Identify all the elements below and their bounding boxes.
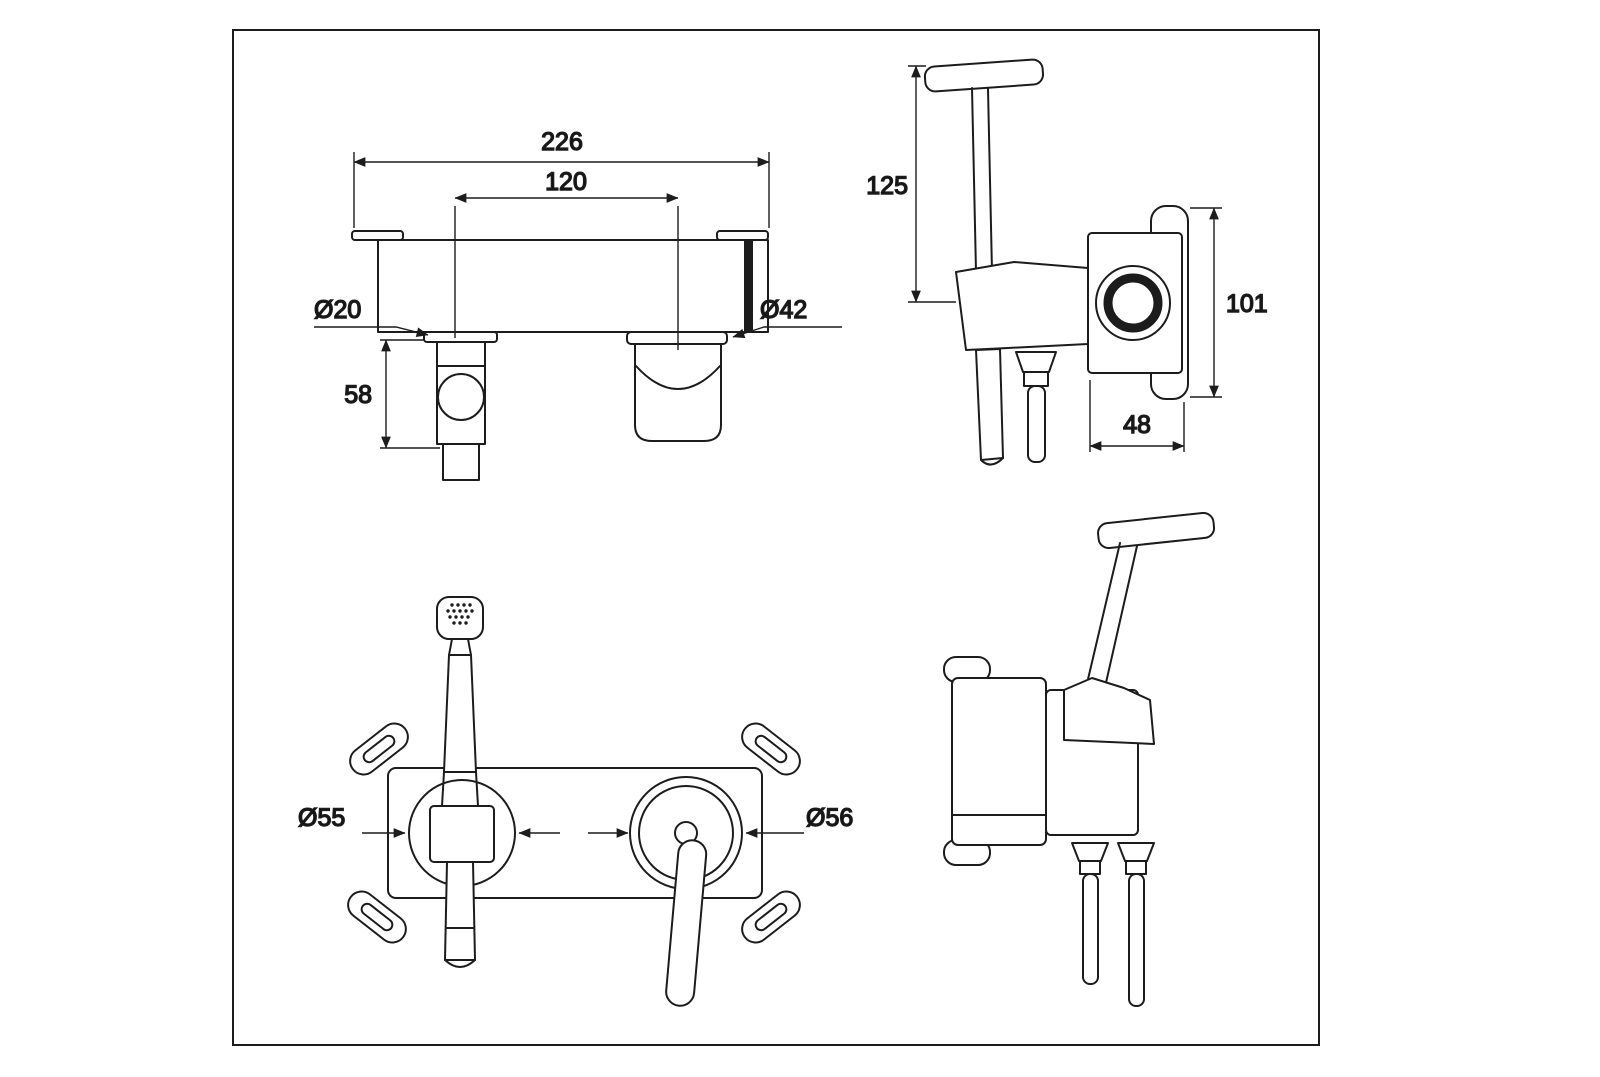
mixer-cylinder-outline (626, 331, 728, 442)
dim-left-escutcheon: Ø55 (297, 803, 560, 838)
spray-nozzle-dots (446, 603, 474, 625)
hose-fitting (1015, 351, 1057, 463)
sprayer-holder (955, 261, 1089, 351)
dim-right-escutcheon: Ø56 (588, 803, 854, 838)
dim-label-58: 58 (344, 381, 372, 409)
dim-label-d20: Ø20 (314, 296, 361, 324)
mixer-body-outline (351, 230, 769, 333)
spray-head (436, 596, 484, 640)
front-hand-sprayer (429, 596, 495, 968)
mounting-lugs (347, 722, 801, 944)
dim-label-226: 226 (541, 128, 583, 156)
hand-sprayer-side (1063, 511, 1216, 745)
dim-spout-drop: 58 (343, 339, 440, 449)
holder-circle (437, 373, 485, 421)
hoses (1071, 842, 1155, 1007)
sprayer-holder-side (1063, 677, 1155, 745)
dim-handspray-length: 125 (866, 65, 956, 303)
view-top-plan: 226 120 Ø20 Ø42 58 (313, 127, 842, 481)
mixer-block (1087, 232, 1183, 374)
sprayer-handle-lower (975, 348, 1004, 461)
dim-body-depth: 48 (1089, 380, 1185, 452)
hand-sprayer-outline (923, 58, 1089, 466)
sprayer-handle (443, 654, 477, 773)
dim-label-d42: Ø42 (760, 296, 807, 324)
dim-label-101: 101 (1226, 290, 1268, 318)
mixer-circle-inner (1103, 273, 1163, 333)
sprayer-bracket (429, 805, 495, 863)
dim-label-d56: Ø56 (806, 804, 853, 832)
spray-holder-outline (423, 331, 498, 481)
dim-label-48: 48 (1123, 411, 1151, 439)
mixer-lever (665, 839, 708, 1007)
dim-label-d55: Ø55 (298, 804, 345, 832)
dim-body-diameter: Ø42 (732, 295, 842, 339)
view-front: Ø55 Ø56 (297, 596, 854, 1007)
view-side-plain (943, 511, 1216, 1007)
dim-centers-spacing: 120 (454, 167, 679, 350)
dim-plate-height: 101 (1190, 207, 1268, 398)
dim-spout-diameter: Ø20 (313, 295, 429, 337)
view-side-dimensioned: 125 101 48 (866, 58, 1268, 466)
wall-seal-bar (744, 241, 753, 331)
dim-label-125: 125 (866, 172, 908, 200)
sprayer-lower (444, 861, 476, 961)
dim-overall-width: 226 (353, 127, 770, 228)
dim-label-120: 120 (545, 168, 587, 196)
mixer-circle-outer (1095, 265, 1171, 341)
rough-in-box-side (951, 677, 1047, 846)
